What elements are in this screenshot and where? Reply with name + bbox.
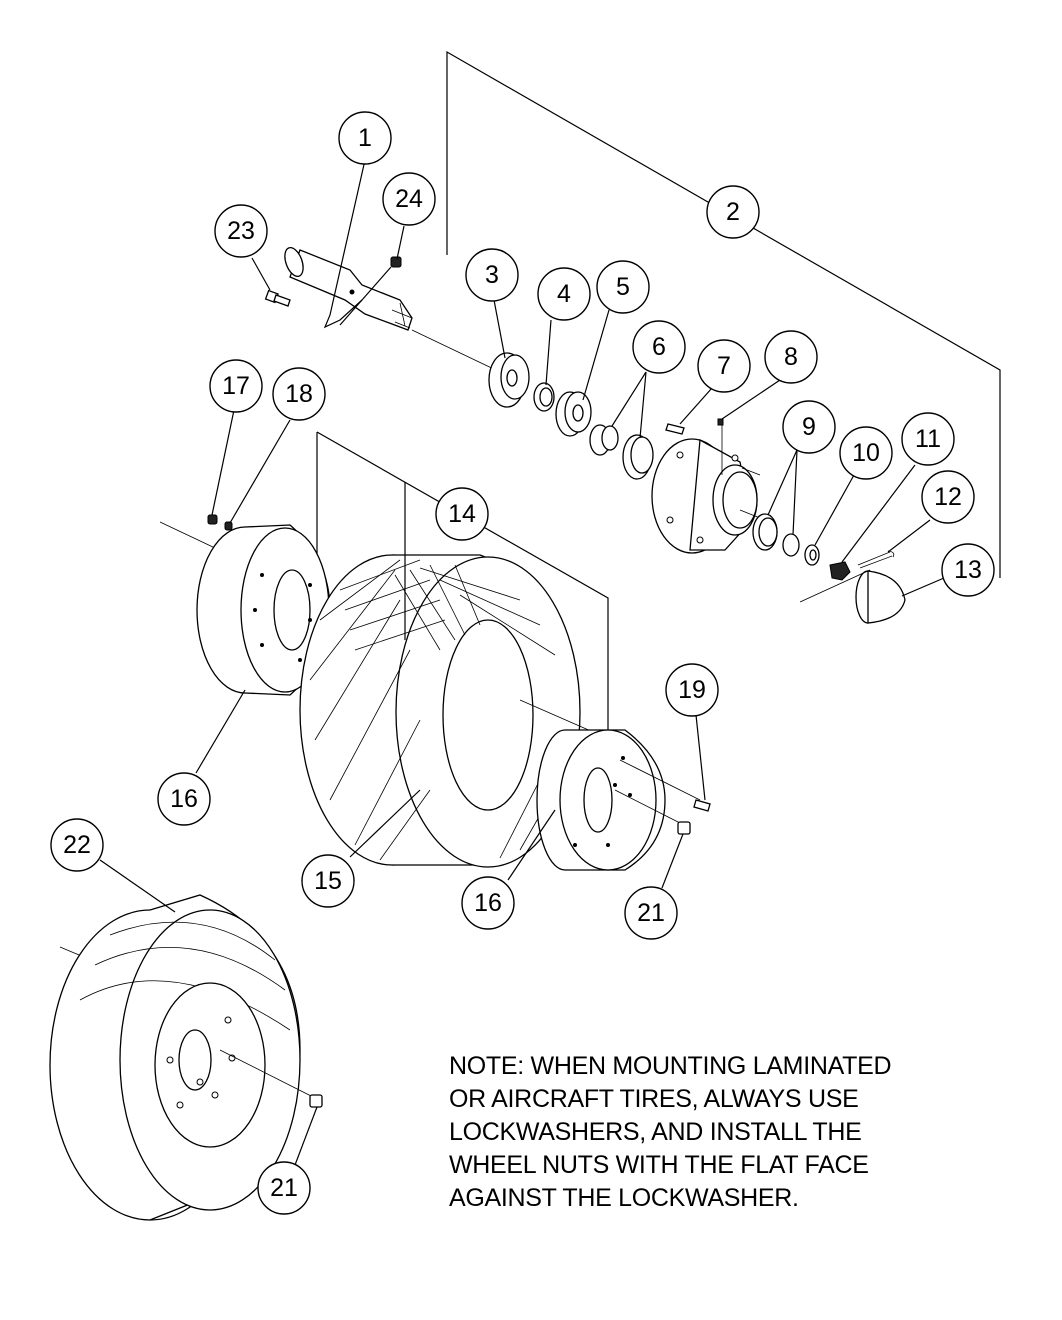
svg-text:4: 4	[557, 280, 571, 308]
svg-text:13: 13	[954, 556, 982, 584]
callout-4: 4	[537, 267, 591, 321]
callout-17: 17	[209, 359, 263, 413]
callout-7: 7	[697, 339, 751, 393]
callout-19: 19	[665, 663, 719, 717]
cotter-pin	[857, 550, 895, 569]
svg-text:12: 12	[934, 483, 962, 511]
callout-18: 18	[272, 367, 326, 421]
wheel-nut	[677, 821, 691, 835]
svg-text:24: 24	[395, 185, 423, 213]
svg-text:9: 9	[802, 413, 816, 441]
svg-text:14: 14	[448, 500, 476, 528]
svg-text:10: 10	[852, 439, 880, 467]
axis-line	[411, 329, 501, 373]
callout-6: 6	[632, 320, 686, 374]
rim-half-right	[536, 729, 701, 871]
svg-text:23: 23	[227, 217, 255, 245]
wheel-assembly-bracket	[316, 431, 609, 730]
callout-14: 14	[435, 487, 489, 541]
bearing-cup	[555, 391, 592, 437]
leader-lines	[99, 159, 945, 1166]
nut	[390, 256, 402, 268]
mounting-note: NOTE: WHEN MOUNTING LAMINATED OR AIRCRAF…	[449, 1050, 1009, 1215]
callout-21-lower: 21	[257, 1161, 311, 1215]
note-line: LOCKWASHERS, AND INSTALL THE	[449, 1118, 862, 1146]
svg-text:3: 3	[485, 261, 499, 289]
callout-1: 1	[338, 111, 392, 165]
wheel-stud	[665, 423, 685, 435]
wheel-nut	[309, 1094, 323, 1108]
callout-12: 12	[921, 470, 975, 524]
svg-text:18: 18	[285, 380, 313, 408]
callout-15: 15	[301, 854, 355, 908]
hub	[651, 425, 761, 554]
note-line: NOTE: WHEN MOUNTING LAMINATED	[449, 1052, 892, 1080]
svg-text:16: 16	[474, 889, 502, 917]
svg-text:7: 7	[717, 352, 731, 380]
svg-text:19: 19	[678, 676, 706, 704]
axis-line	[799, 569, 871, 603]
svg-text:21: 21	[270, 1174, 298, 1202]
callout-24: 24	[382, 172, 436, 226]
grease-seal	[488, 352, 530, 408]
callout-10: 10	[839, 426, 893, 480]
svg-text:1: 1	[358, 124, 372, 152]
outer-bearing-cup	[752, 513, 800, 557]
svg-text:2: 2	[726, 198, 740, 226]
callout-23: 23	[214, 204, 268, 258]
svg-text:17: 17	[222, 372, 250, 400]
callout-21-upper: 21	[624, 886, 678, 940]
svg-text:15: 15	[314, 867, 342, 895]
inner-washer	[533, 382, 555, 412]
note-line: AGAINST THE LOCKWASHER.	[449, 1184, 799, 1212]
aircraft-tire	[49, 894, 316, 1221]
callout-5: 5	[596, 260, 650, 314]
svg-text:11: 11	[915, 425, 941, 453]
spindle	[284, 246, 413, 331]
note-line: WHEEL NUTS WITH THE FLAT FACE	[449, 1151, 869, 1179]
note-line: OR AIRCRAFT TIRES, ALWAYS USE	[449, 1085, 859, 1113]
svg-text:16: 16	[170, 785, 198, 813]
laminated-tire	[299, 554, 601, 868]
svg-text:6: 6	[652, 333, 666, 361]
dust-cap	[855, 570, 906, 624]
callout-22: 22	[50, 818, 104, 872]
callout-13: 13	[941, 543, 995, 597]
bearing-cone	[589, 424, 654, 480]
callout-9: 9	[782, 400, 836, 454]
svg-text:21: 21	[637, 899, 665, 927]
bolt	[264, 289, 291, 307]
callout-3: 3	[465, 248, 519, 302]
callout-8: 8	[764, 330, 818, 384]
rim-bolt	[693, 799, 711, 812]
nut	[207, 514, 218, 525]
callout-16-left: 16	[157, 772, 211, 826]
outer-washer	[804, 544, 820, 566]
castle-nut	[829, 561, 851, 581]
svg-text:8: 8	[784, 343, 798, 371]
svg-text:5: 5	[616, 273, 630, 301]
lockwasher	[224, 521, 233, 531]
svg-text:22: 22	[63, 831, 91, 859]
grease-fitting	[717, 418, 724, 426]
callout-16-right: 16	[461, 876, 515, 930]
callout-11: 11	[901, 412, 955, 466]
callout-2: 2	[706, 185, 760, 239]
